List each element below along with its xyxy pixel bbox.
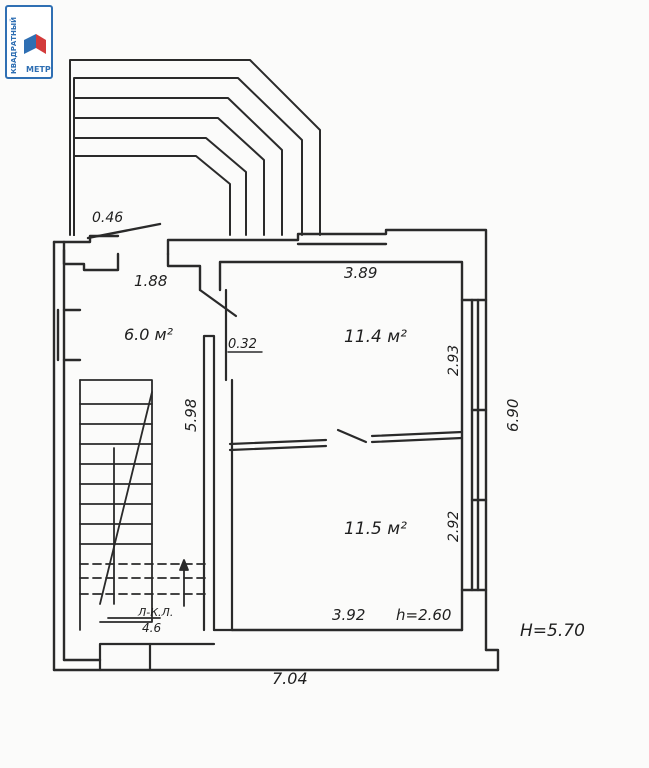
dim-wall-thickness: 0.32: [228, 337, 257, 352]
area-room1: 11.4 м²: [344, 327, 407, 347]
dim-hall-width: 1.88: [134, 272, 167, 290]
dim-room1-width: 3.89: [344, 264, 377, 282]
outer-walls: [52, 222, 500, 672]
staircase: [79, 379, 207, 631]
area-hall: 6.0 м²: [124, 325, 174, 344]
entrance-steps: [69, 59, 321, 236]
dim-door-top-left: 0.46: [92, 210, 123, 226]
logo-cube-icon: [24, 34, 36, 54]
stair-label-bottom: 4.6: [142, 621, 161, 635]
dim-hall-length: 5.98: [182, 399, 200, 432]
brand-logo: КВАДРАТНЫЙ МЕТР: [5, 5, 53, 79]
plan-labels: 0.46 1.88 3.89 6.0 м² 0.32 11.4 м² 2.93 …: [92, 210, 585, 688]
area-room2: 11.5 м²: [344, 519, 407, 539]
logo-text-line2: МЕТР: [26, 65, 51, 74]
height-mark: Н=5.70: [520, 621, 585, 641]
dim-total-depth: 6.90: [504, 399, 522, 432]
dim-room2-depth: 2.92: [446, 511, 462, 542]
dim-room1-depth: 2.93: [446, 345, 462, 376]
dim-room2-width: 3.92: [332, 606, 365, 624]
ceiling-height: h=2.60: [396, 606, 451, 624]
stair-label-top: Л-К.Л.: [137, 606, 173, 619]
dim-total-width: 7.04: [272, 669, 308, 688]
stair-arrow-icon: [179, 559, 189, 571]
logo-text-line1: КВАДРАТНЫЙ: [9, 17, 18, 74]
inner-walls: [98, 288, 464, 672]
